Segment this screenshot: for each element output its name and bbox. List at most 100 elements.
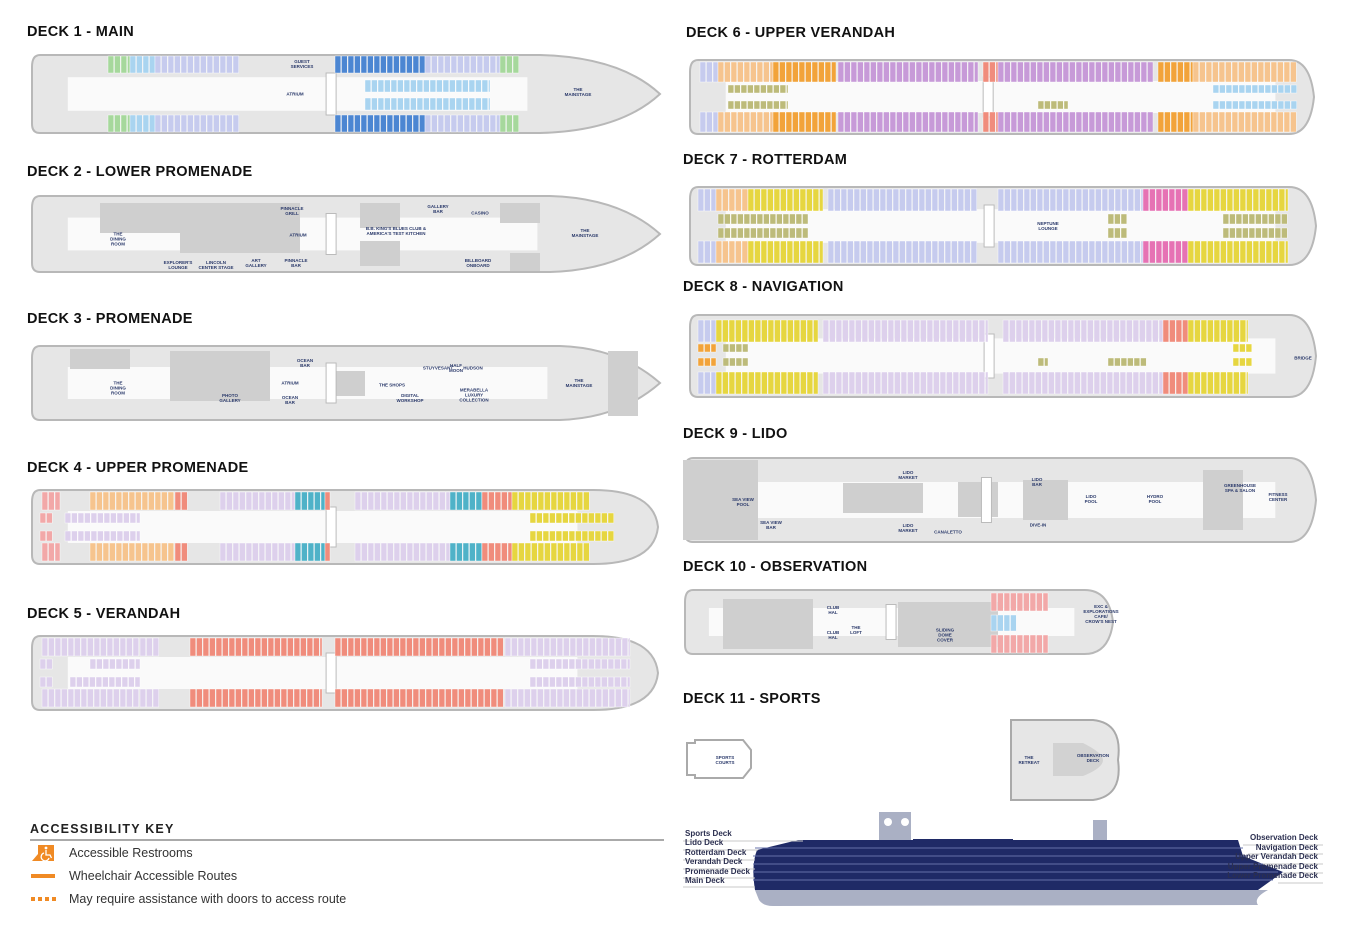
cabin[interactable] bbox=[886, 188, 893, 212]
cabin[interactable] bbox=[219, 491, 227, 511]
cabin[interactable] bbox=[436, 79, 443, 93]
cabin[interactable] bbox=[555, 530, 563, 542]
cabin[interactable] bbox=[1177, 61, 1184, 83]
cabin[interactable] bbox=[429, 97, 437, 111]
cabin[interactable] bbox=[1075, 111, 1083, 133]
cabin[interactable] bbox=[390, 97, 398, 111]
cabin[interactable] bbox=[1023, 61, 1031, 83]
cabin[interactable] bbox=[501, 491, 508, 511]
cabin[interactable] bbox=[550, 542, 558, 562]
cabin[interactable] bbox=[907, 371, 914, 395]
cabin[interactable] bbox=[1290, 111, 1297, 133]
cabin[interactable] bbox=[1002, 319, 1010, 343]
cabin[interactable] bbox=[354, 542, 362, 562]
cabin[interactable] bbox=[48, 491, 55, 511]
cabin[interactable] bbox=[938, 188, 945, 212]
cabin[interactable] bbox=[294, 542, 302, 562]
cabin[interactable] bbox=[555, 658, 563, 670]
cabin[interactable] bbox=[468, 97, 476, 111]
cabin[interactable] bbox=[1213, 371, 1221, 395]
cabin[interactable] bbox=[712, 61, 719, 83]
cabin[interactable] bbox=[97, 530, 104, 542]
cabin[interactable] bbox=[985, 319, 989, 343]
cabin[interactable] bbox=[278, 542, 285, 562]
cabin[interactable] bbox=[812, 240, 820, 264]
cabin[interactable] bbox=[393, 542, 401, 562]
cabin[interactable] bbox=[293, 688, 301, 708]
cabin[interactable] bbox=[89, 658, 97, 670]
cabin[interactable] bbox=[136, 530, 141, 542]
cabin[interactable] bbox=[319, 637, 323, 657]
cabin[interactable] bbox=[615, 688, 622, 708]
cabin[interactable] bbox=[41, 688, 49, 708]
cabin[interactable] bbox=[717, 227, 725, 239]
cabin[interactable] bbox=[837, 111, 845, 133]
cabin[interactable] bbox=[380, 542, 388, 562]
cabin[interactable] bbox=[715, 188, 723, 212]
cabin[interactable] bbox=[1062, 111, 1070, 133]
cabin[interactable] bbox=[232, 114, 240, 133]
cabin[interactable] bbox=[710, 240, 717, 264]
cabin[interactable] bbox=[1035, 371, 1042, 395]
cabin[interactable] bbox=[627, 676, 631, 688]
cabin[interactable] bbox=[504, 688, 512, 708]
cabin[interactable] bbox=[488, 491, 495, 511]
cabin[interactable] bbox=[706, 111, 713, 133]
cabin[interactable] bbox=[997, 61, 1005, 83]
cabin[interactable] bbox=[844, 61, 851, 83]
cabin[interactable] bbox=[393, 688, 400, 708]
cabin[interactable] bbox=[1003, 634, 1011, 654]
cabin[interactable] bbox=[1284, 100, 1291, 110]
cabin[interactable] bbox=[697, 371, 705, 395]
cabin[interactable] bbox=[1119, 319, 1127, 343]
cabin[interactable] bbox=[562, 530, 569, 542]
cabin[interactable] bbox=[608, 688, 616, 708]
cabin[interactable] bbox=[954, 61, 962, 83]
cabin[interactable] bbox=[581, 676, 589, 688]
cabin[interactable] bbox=[1132, 319, 1140, 343]
cabin[interactable] bbox=[1023, 240, 1031, 264]
cabin[interactable] bbox=[1194, 240, 1201, 264]
cabin[interactable] bbox=[429, 79, 437, 93]
cabin[interactable] bbox=[870, 61, 877, 83]
cabin[interactable] bbox=[314, 491, 321, 511]
cabin[interactable] bbox=[582, 637, 590, 657]
cabin[interactable] bbox=[354, 55, 361, 74]
cabin[interactable] bbox=[1069, 240, 1076, 264]
cabin[interactable] bbox=[1200, 371, 1208, 395]
cabin[interactable] bbox=[555, 676, 563, 688]
cabin[interactable] bbox=[717, 213, 725, 225]
cabin[interactable] bbox=[228, 688, 236, 708]
cabin[interactable] bbox=[776, 213, 783, 225]
cabin[interactable] bbox=[483, 55, 490, 74]
cabin[interactable] bbox=[278, 491, 285, 511]
cabin[interactable] bbox=[74, 688, 81, 708]
cabin[interactable] bbox=[226, 491, 233, 511]
cabin[interactable] bbox=[737, 111, 744, 133]
cabin[interactable] bbox=[265, 491, 272, 511]
cabin[interactable] bbox=[562, 676, 569, 688]
cabin[interactable] bbox=[1140, 188, 1144, 212]
cabin[interactable] bbox=[425, 637, 433, 657]
cabin[interactable] bbox=[122, 491, 129, 511]
cabin[interactable] bbox=[769, 111, 774, 133]
cabin[interactable] bbox=[271, 491, 279, 511]
cabin[interactable] bbox=[475, 97, 482, 111]
cabin[interactable] bbox=[512, 55, 520, 74]
cabin[interactable] bbox=[913, 319, 921, 343]
cabin[interactable] bbox=[951, 188, 958, 212]
cabin[interactable] bbox=[959, 371, 966, 395]
cabin[interactable] bbox=[780, 371, 788, 395]
cabin[interactable] bbox=[889, 111, 897, 133]
cabin[interactable] bbox=[174, 55, 181, 74]
cabin[interactable] bbox=[550, 637, 557, 657]
cabin[interactable] bbox=[476, 55, 484, 74]
cabin[interactable] bbox=[334, 688, 342, 708]
cabin[interactable] bbox=[439, 491, 446, 511]
cabin[interactable] bbox=[89, 542, 97, 562]
cabin[interactable] bbox=[476, 114, 484, 133]
cabin[interactable] bbox=[1003, 592, 1011, 612]
cabin[interactable] bbox=[489, 55, 497, 74]
cabin[interactable] bbox=[1231, 61, 1239, 83]
cabin[interactable] bbox=[1220, 371, 1227, 395]
